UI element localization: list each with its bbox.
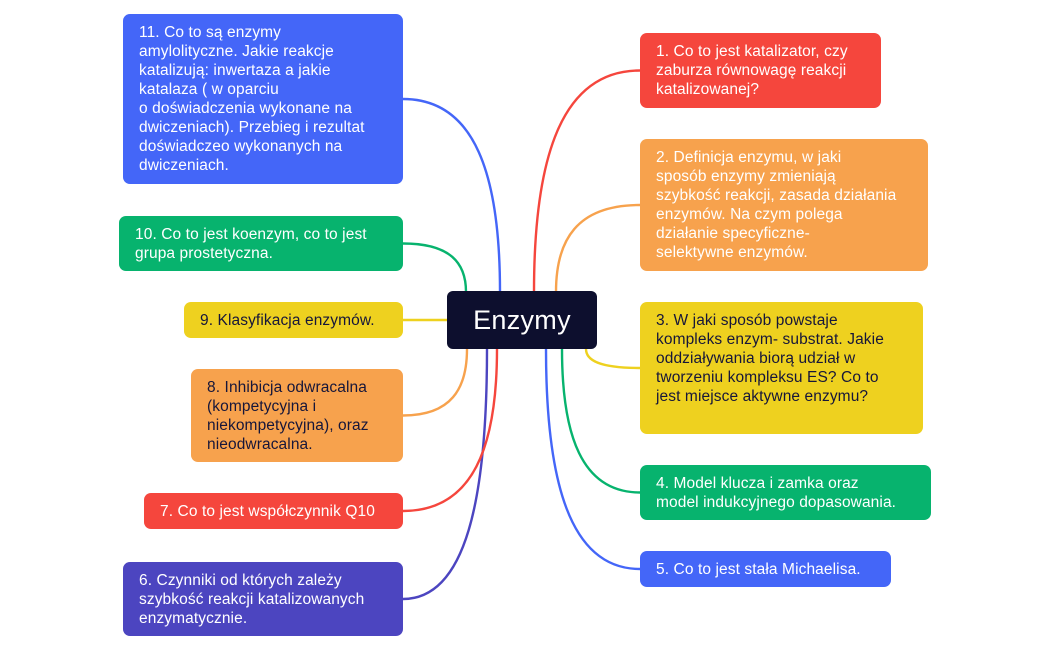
- topic-3-es-complex[interactable]: 3. W jaki sposób powstaje kompleks enzym…: [640, 302, 923, 434]
- central-topic[interactable]: Enzymy: [447, 291, 597, 349]
- topic-9-classification[interactable]: 9. Klasyfikacja enzymów.: [184, 302, 403, 338]
- topic-1-catalyst[interactable]: 1. Co to jest katalizator, czy zaburza r…: [640, 33, 881, 108]
- connector-t8: [401, 347, 469, 417]
- topic-5-michaelis[interactable]: 5. Co to jest stała Michaelisa.: [640, 551, 891, 587]
- connector-t11: [401, 97, 502, 294]
- topic-6-rate-factors[interactable]: 6. Czynniki od których zależy szybkość r…: [123, 562, 403, 636]
- topic-11-amylolytic[interactable]: 11. Co to są enzymy amylolityczne. Jakie…: [123, 14, 403, 184]
- topic-2-enzyme-definition[interactable]: 2. Definicja enzymu, w jaki sposób enzym…: [640, 139, 928, 271]
- topic-7-q10[interactable]: 7. Co to jest współczynnik Q10: [144, 493, 403, 529]
- connector-t5: [544, 347, 642, 571]
- connector-t1: [532, 69, 642, 294]
- topic-4-lock-and-key[interactable]: 4. Model klucza i zamka oraz model induk…: [640, 465, 931, 520]
- connector-t3: [584, 347, 642, 370]
- connector-t10: [401, 242, 468, 294]
- connector-t2: [554, 203, 642, 294]
- topic-8-inhibition[interactable]: 8. Inhibicja odwracalna (kompetycyjna i …: [191, 369, 403, 462]
- connector-t6: [401, 347, 489, 601]
- connector-t4: [560, 347, 642, 494]
- connector-t7: [401, 347, 499, 513]
- topic-10-coenzyme[interactable]: 10. Co to jest koenzym, co to jest grupa…: [119, 216, 403, 271]
